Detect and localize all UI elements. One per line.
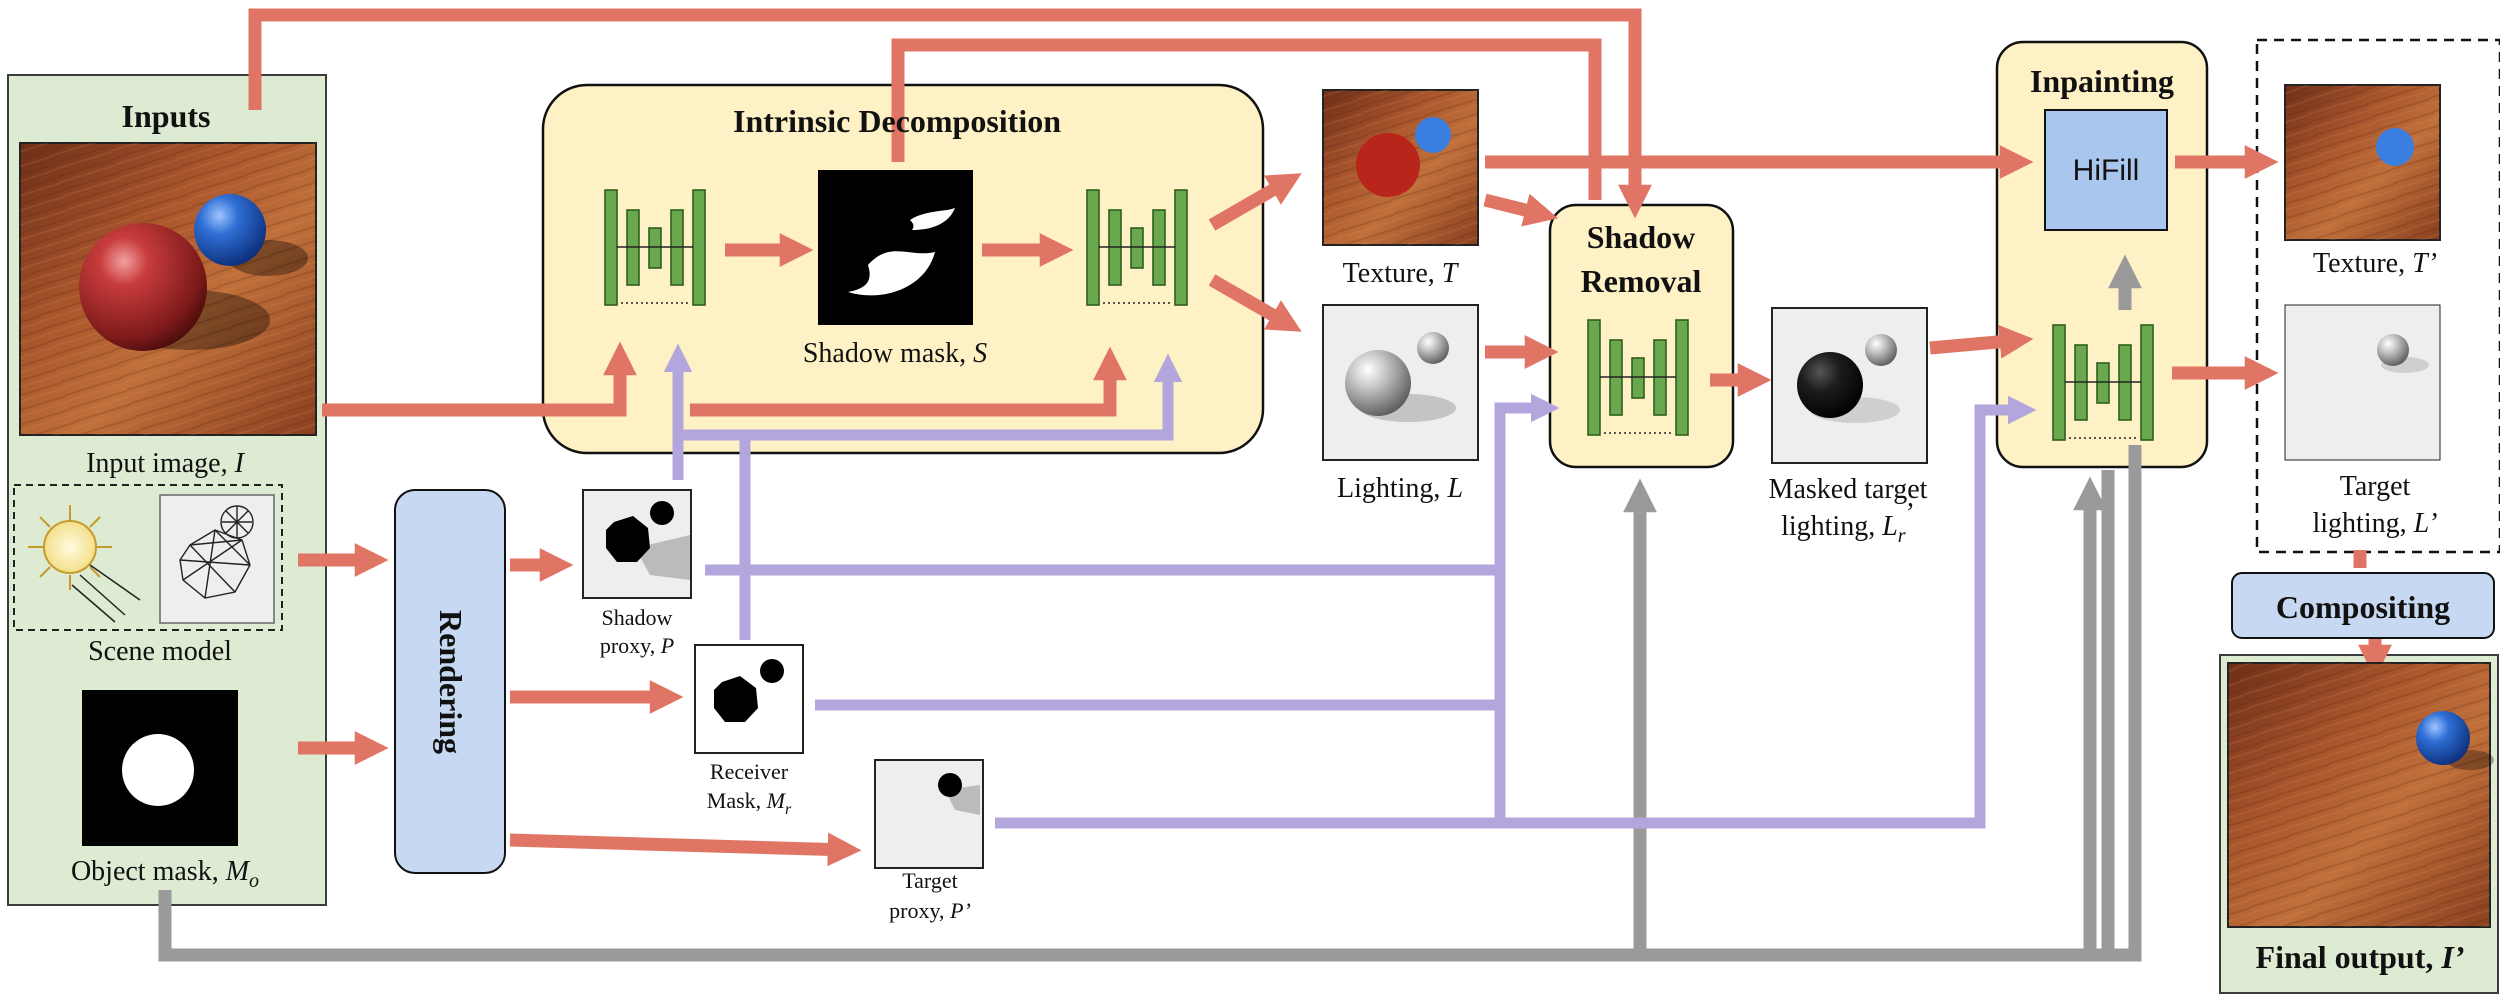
red-connections bbox=[248, 8, 2392, 867]
sun-icon bbox=[28, 505, 141, 623]
intrinsic-title: Intrinsic Decomposition bbox=[733, 103, 1061, 139]
compositing-label: Compositing bbox=[2276, 589, 2450, 625]
masked-target-lighting-image bbox=[1771, 307, 1928, 464]
lighting-label: Lighting, L bbox=[1337, 473, 1463, 504]
red-top-route-to-inpainting bbox=[248, 8, 1652, 219]
final-output-image bbox=[2227, 662, 2494, 928]
masked-target-label-line1: Masked target bbox=[1769, 474, 1928, 505]
red-rendering-to-target-proxy bbox=[509, 832, 862, 867]
scene-model-frame bbox=[13, 484, 283, 631]
target-proxy-label-line2: proxy, P’ bbox=[889, 898, 971, 923]
shadow-proxy-image bbox=[582, 489, 692, 599]
masked-target-label-line2: lighting, Lr’ bbox=[1781, 498, 1915, 547]
red-unet2-to-lighting bbox=[1208, 274, 1302, 332]
scene-model-label: Scene model bbox=[88, 636, 232, 667]
hifill-label: HiFill bbox=[2073, 154, 2140, 187]
texture-image bbox=[1322, 89, 1479, 246]
unet-icon-3 bbox=[1587, 319, 1689, 436]
scene-geometry-box bbox=[159, 494, 275, 624]
inputs-title: Inputs bbox=[122, 98, 211, 134]
target-lighting-label-line1: Target bbox=[2340, 471, 2411, 502]
purple-connections bbox=[663, 343, 2037, 829]
receiver-mask-label-line2: Mask, Mr bbox=[707, 788, 792, 818]
object-mask-image bbox=[82, 690, 238, 846]
red-input-to-unet2 bbox=[690, 346, 1127, 417]
unet-icon-4 bbox=[2052, 324, 2154, 441]
lighting-image bbox=[1322, 304, 1479, 461]
shadow-proxy-label-line1: Shadow bbox=[602, 605, 673, 630]
texture-output-label: Texture, T’ bbox=[2313, 248, 2437, 279]
rendering-label: Rendering bbox=[433, 610, 469, 754]
input-image-label: Input image, I bbox=[86, 448, 246, 479]
purple-receiver-mask-line bbox=[815, 570, 1506, 711]
purple-rendering-to-unet2 bbox=[678, 353, 1183, 441]
red-input-to-unet1 bbox=[322, 341, 637, 417]
target-lighting-label-line2: lighting, L’ bbox=[2313, 508, 2438, 539]
unet-icon-2 bbox=[1086, 189, 1188, 306]
gray-connections bbox=[158, 254, 2142, 962]
compositing-box bbox=[2231, 572, 2495, 639]
purple-target-proxy-line bbox=[995, 395, 2037, 829]
hifill-box bbox=[2044, 109, 2168, 231]
output-dashed-frame bbox=[2255, 38, 2500, 554]
shadow-mask-image bbox=[818, 170, 973, 325]
shadow-proxy-label-line2: proxy, P bbox=[600, 633, 674, 658]
red-masked-lighting-to-inpainting bbox=[1929, 324, 2034, 359]
final-output-label: Final output, I’ bbox=[2256, 939, 2465, 975]
shadow-mask-label: Shadow mask, S bbox=[803, 338, 987, 369]
red-shadow-mask-route bbox=[891, 38, 1602, 200]
rendering-box bbox=[394, 489, 506, 874]
receiver-mask-image bbox=[694, 644, 804, 754]
target-proxy-image bbox=[874, 759, 984, 869]
purple-shadow-proxy-line bbox=[705, 393, 1560, 576]
mesh-icon bbox=[179, 505, 254, 599]
gray-bus-line bbox=[158, 445, 2142, 962]
receiver-mask-label-line1: Receiver bbox=[710, 759, 789, 784]
inpainting-title: Inpainting bbox=[2030, 63, 2174, 99]
texture-label: Texture, T bbox=[1343, 258, 1460, 289]
texture-output-image bbox=[2284, 84, 2441, 241]
object-mask-label: Object mask, Mo bbox=[71, 856, 259, 892]
shadow-removal-title-line1: Shadow bbox=[1587, 219, 1696, 255]
target-lighting-image bbox=[2284, 304, 2441, 461]
red-texture-to-shadow-removal bbox=[1483, 193, 1559, 227]
input-image bbox=[19, 142, 317, 436]
target-proxy-label-line1: Target bbox=[902, 868, 957, 893]
shadow-removal-title-line2: Removal bbox=[1581, 263, 1702, 299]
unet-icon-1 bbox=[604, 189, 706, 306]
red-unet2-to-texture bbox=[1208, 173, 1302, 231]
